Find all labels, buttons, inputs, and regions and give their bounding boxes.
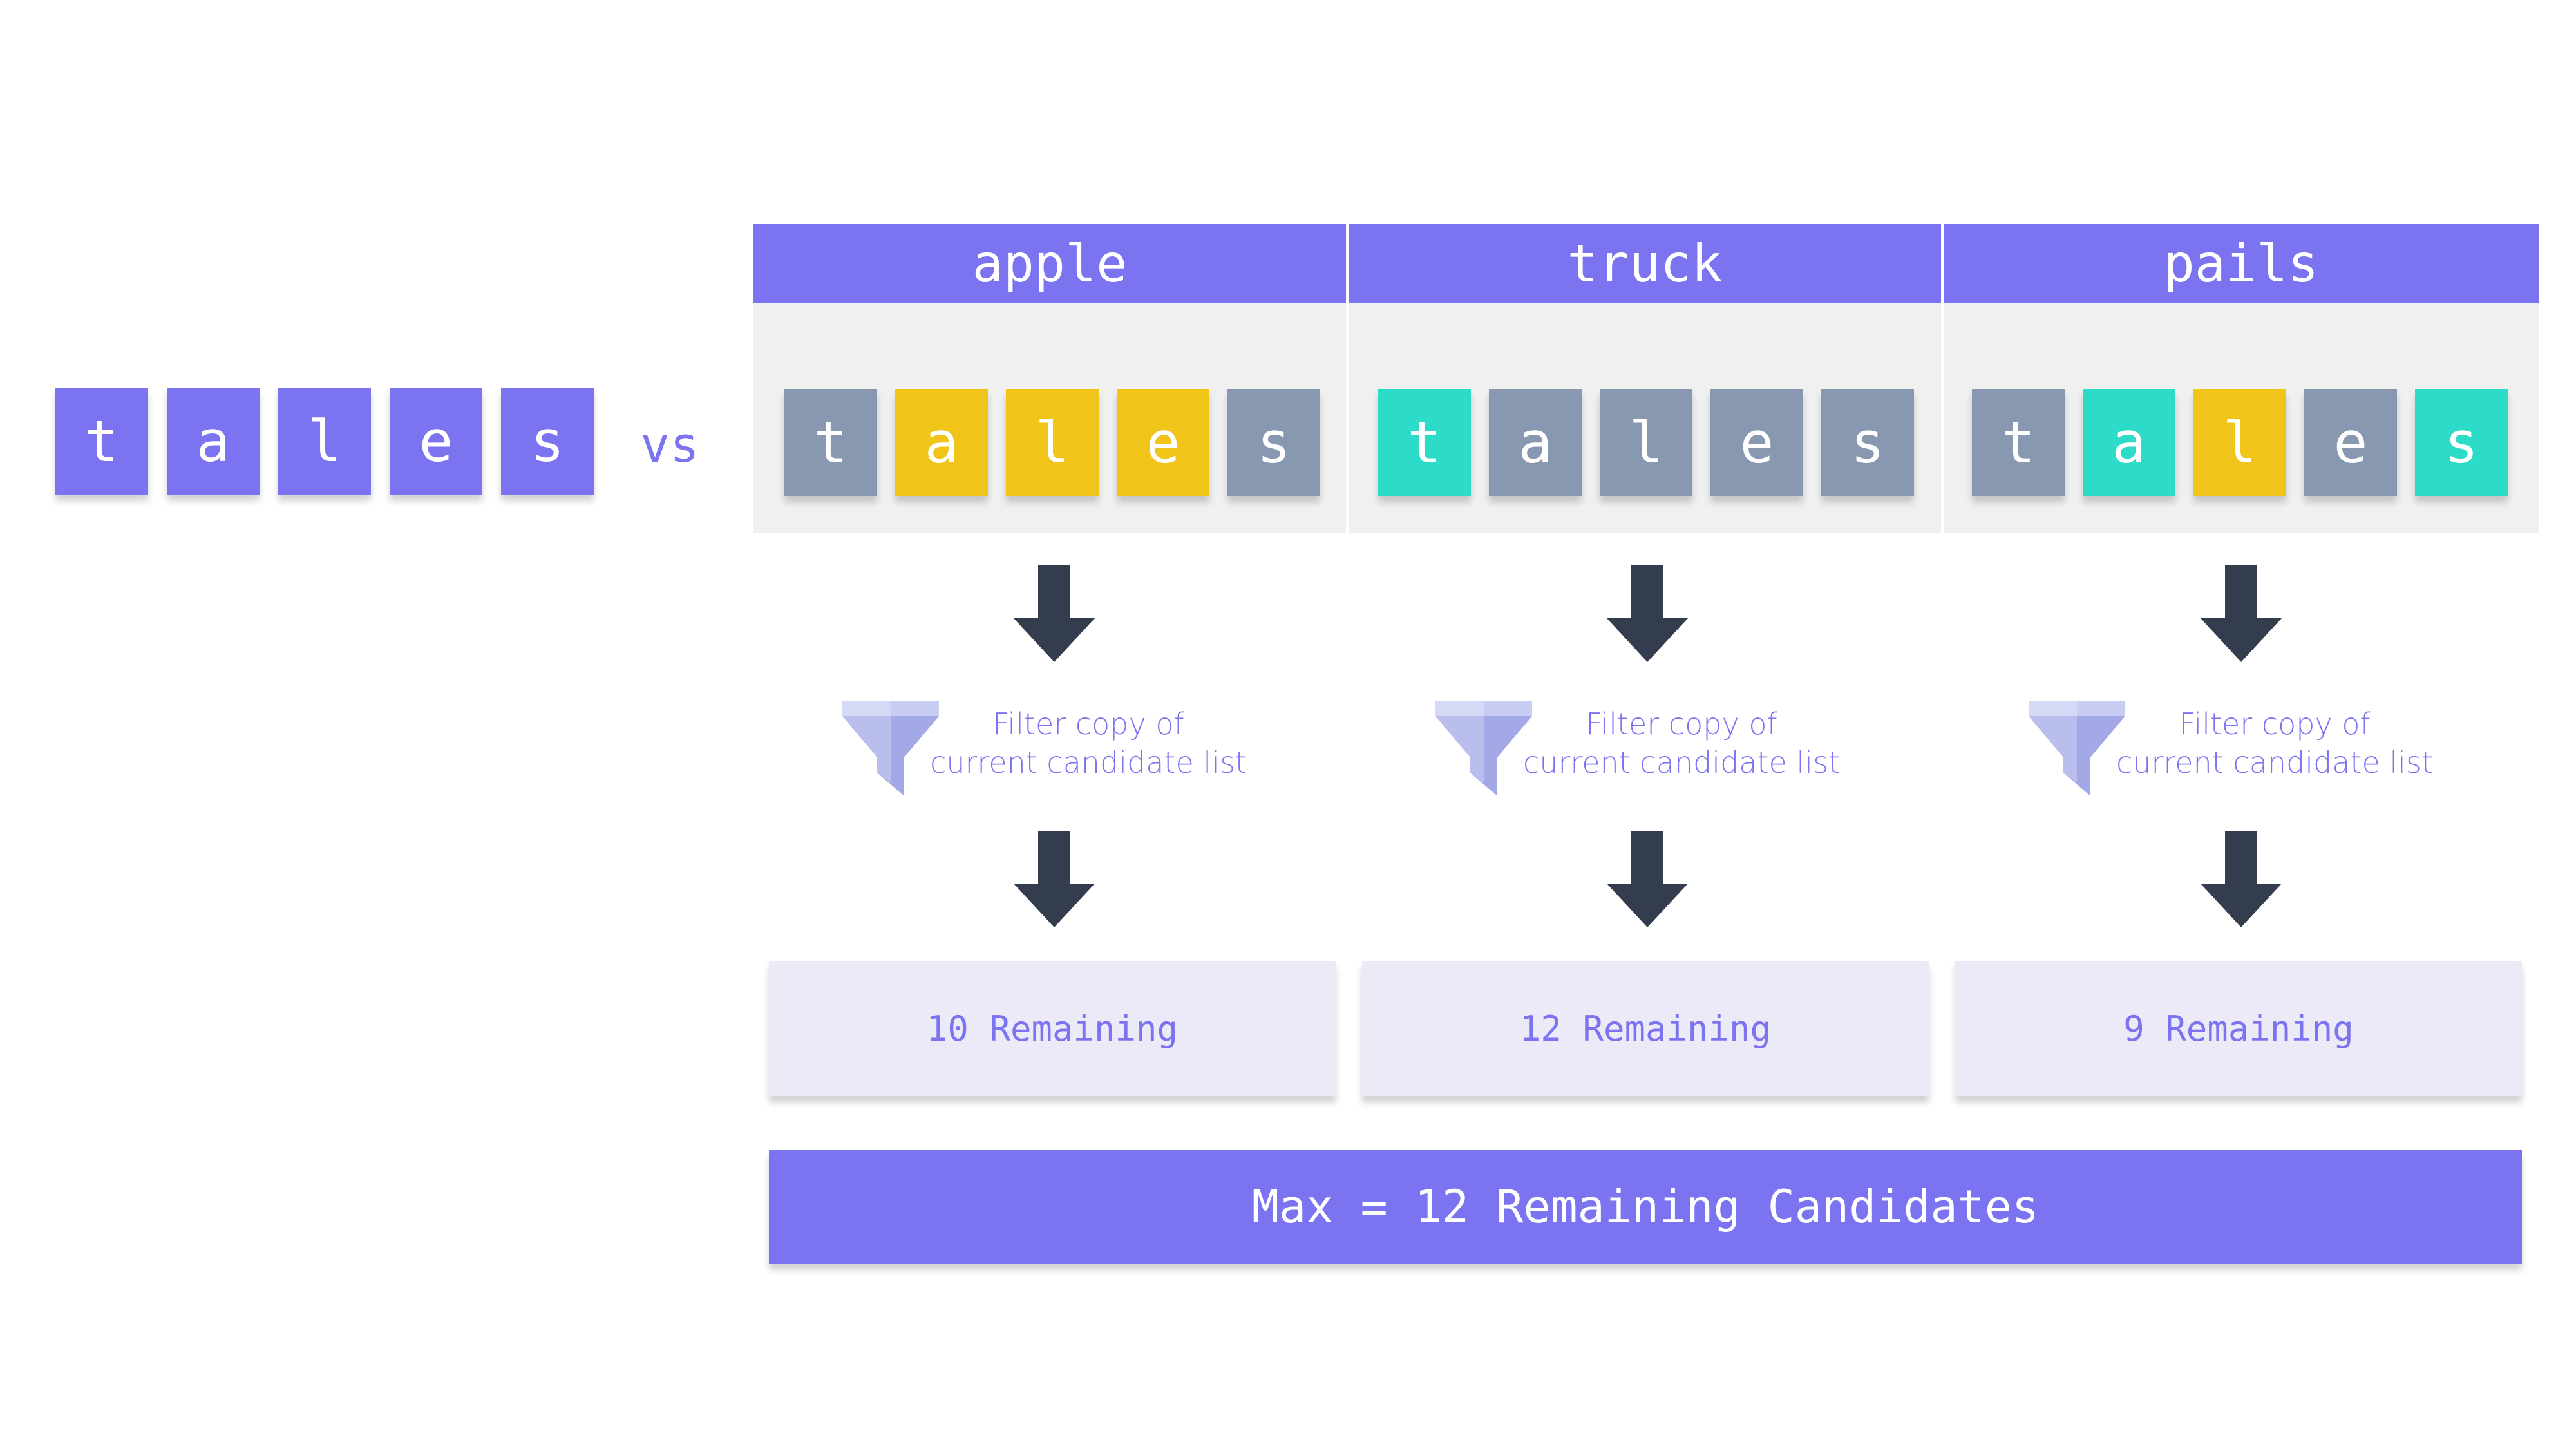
guess-tile-1: t [55,388,148,495]
feedback-tile: e [2304,389,2397,496]
max-remaining-banner: Max = 12 Remaining Candidates [769,1150,2522,1264]
feedback-tile: a [1489,389,1582,496]
column-divider [1346,224,1349,533]
feedback-tile: l [1600,389,1692,496]
down-arrow-icon [1014,831,1095,927]
remaining-count-box: 10 Remaining [769,961,1336,1096]
feedback-tile: t [1972,389,2065,496]
feedback-tile: t [1378,389,1471,496]
filter-caption-line-2: current candidate list [930,745,1247,780]
guess-tile-2: a [167,388,260,495]
feedback-tile: a [895,389,988,496]
filter-caption-line-2: current candidate list [1523,745,1840,780]
feedback-tile: t [784,389,877,496]
filter-caption: Filter copy of current candidate list [1508,705,1855,782]
guess-tile-5: s [501,388,594,495]
column-header-apple: apple [753,224,1346,303]
down-arrow-icon [1014,565,1095,662]
filter-caption: Filter copy of current candidate list [914,705,1262,782]
column-divider [1941,224,1944,533]
down-arrow-icon [2201,565,2282,662]
remaining-count-box: 12 Remaining [1362,961,1929,1096]
feedback-tile: a [2083,389,2175,496]
down-arrow-icon [1607,565,1688,662]
filter-caption-line-1: Filter copy of [992,706,1184,741]
remaining-count-box: 9 Remaining [1955,961,2522,1096]
feedback-tile: l [2193,389,2286,496]
feedback-tile: e [1117,389,1209,496]
funnel-icon [1435,701,1532,796]
funnel-icon [842,701,939,796]
column-header-truck: truck [1349,224,1941,303]
filter-caption-line-1: Filter copy of [1586,706,1777,741]
funnel-icon [2029,701,2125,796]
down-arrow-icon [2201,831,2282,927]
down-arrow-icon [1607,831,1688,927]
column-header-pails: pails [1944,224,2539,303]
feedback-tile: e [1710,389,1803,496]
guess-tile-3: l [278,388,371,495]
feedback-tile: s [2415,389,2508,496]
feedback-tile: s [1821,389,1914,496]
filter-caption-line-2: current candidate list [2116,745,2433,780]
feedback-tile: s [1227,389,1320,496]
filter-caption: Filter copy of current candidate list [2101,705,2448,782]
vs-label: vs [640,415,699,473]
guess-tile-4: e [390,388,482,495]
feedback-tile: l [1006,389,1099,496]
filter-caption-line-1: Filter copy of [2179,706,2371,741]
